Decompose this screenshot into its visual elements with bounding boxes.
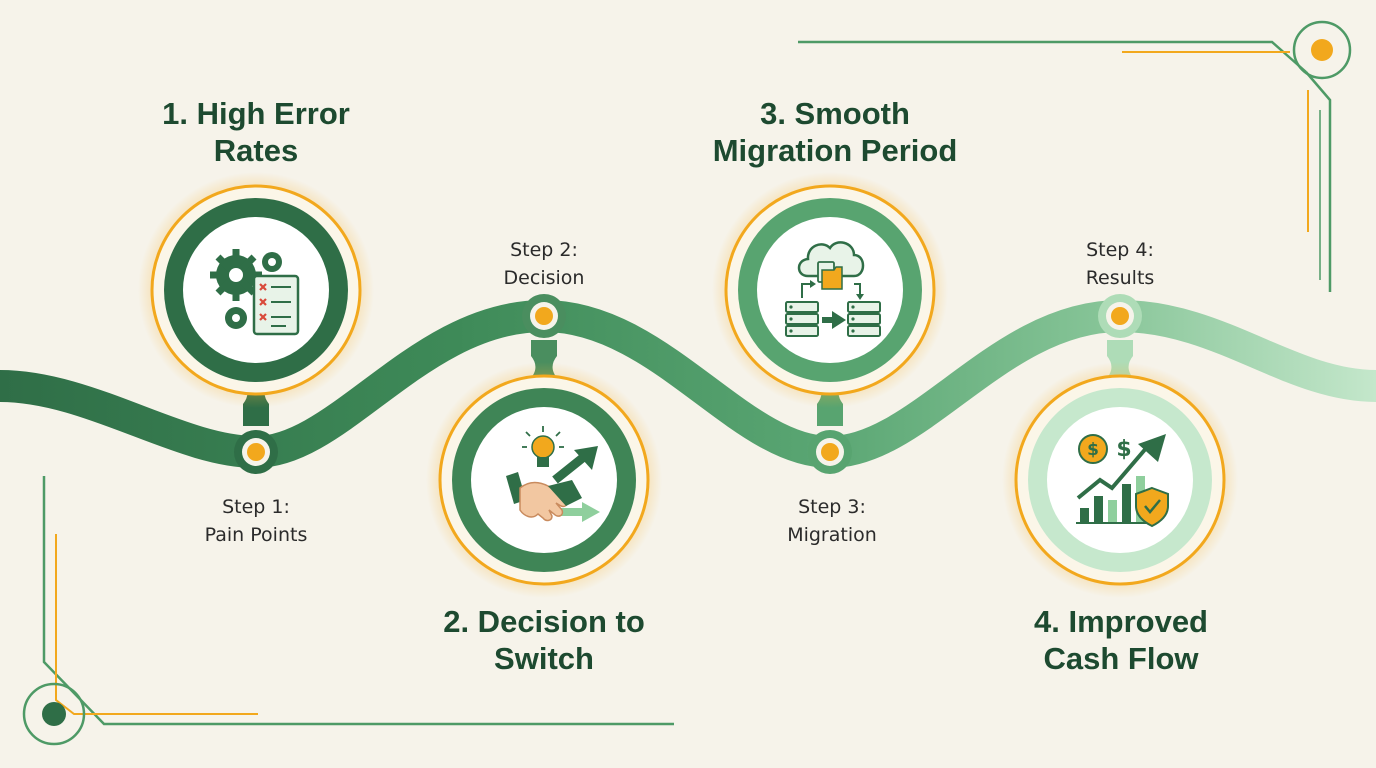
handshake-lightbulb-growth-icon [506, 426, 600, 522]
step-3-circle [712, 172, 948, 408]
svg-text:$: $ [1116, 437, 1131, 462]
step-1-label-line2: Pain Points [204, 524, 308, 546]
step-3-title: 3. Smooth Migration Period [665, 95, 1005, 169]
step-2-label-line2: Decision [503, 267, 585, 289]
step-3-node [808, 430, 852, 474]
step-1-title: 1. High Error Rates [86, 95, 426, 169]
step-2-title-line1: 2. Decision to [443, 604, 645, 639]
step-1-title-line1: 1. High Error [162, 96, 350, 131]
step-3-label-line2: Migration [787, 524, 877, 546]
target-server-icon [847, 301, 881, 337]
corner-decoration-bottom-left [22, 476, 674, 746]
step-1-label: Step 1: Pain Points [146, 493, 366, 549]
step-2-circle [426, 362, 662, 598]
step-4-label-line1: Step 4: [1086, 239, 1154, 261]
gears-error-document-icon [210, 249, 300, 336]
step-1-node [234, 430, 278, 474]
step-4-title: 4. Improved Cash Flow [951, 603, 1291, 677]
svg-text:$: $ [1087, 440, 1099, 460]
step-4-title-line1: 4. Improved [1034, 604, 1208, 639]
step-3-title-line1: 3. Smooth [760, 96, 910, 131]
step-3-label-line1: Step 3: [798, 496, 866, 518]
source-server-icon [785, 301, 819, 337]
step-3-label: Step 3: Migration [722, 493, 942, 549]
step-1-title-line2: Rates [213, 133, 299, 168]
step-4-title-line2: Cash Flow [1043, 641, 1199, 676]
step-2-title-line2: Switch [494, 641, 594, 676]
step-2-label-line1: Step 2: [510, 239, 578, 261]
step-2-node [522, 294, 566, 338]
cloud-server-migration-icon [785, 241, 881, 337]
step-4-node [1098, 294, 1142, 338]
step-2-label: Step 2: Decision [434, 236, 654, 292]
dollar-growth-chart-shield-icon: $ $ [1076, 434, 1169, 528]
step-1-label-line1: Step 1: [222, 496, 290, 518]
step-4-label: Step 4: Results [1010, 236, 1230, 292]
step-2-title: 2. Decision to Switch [374, 603, 714, 677]
corner-decoration-top-right [798, 20, 1352, 292]
step-4-label-line2: Results [1085, 267, 1155, 289]
step-3-title-line2: Migration Period [712, 133, 958, 168]
